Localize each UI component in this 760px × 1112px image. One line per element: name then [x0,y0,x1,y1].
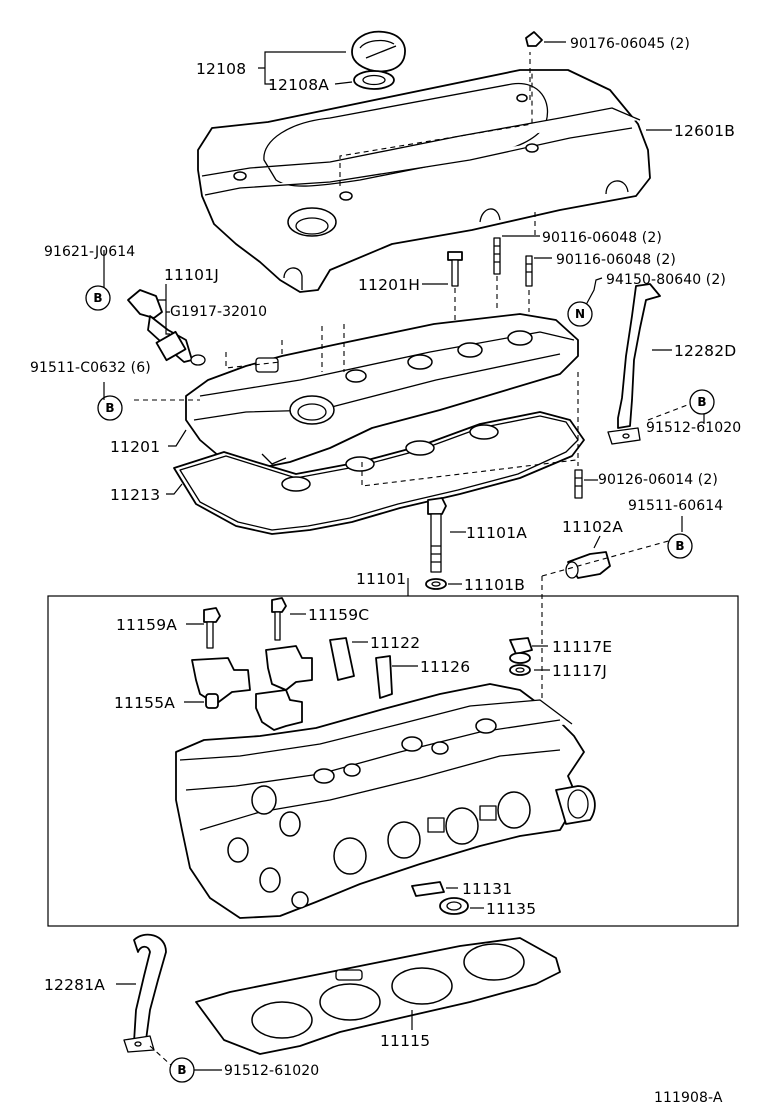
label-11135: 11135 [486,900,536,918]
marker-n: N [567,301,593,327]
bolts-11159 [203,597,287,649]
marker-b-2: B [97,395,123,421]
label-11155A: 11155A [114,694,175,712]
label-11117J: 11117J [552,662,607,680]
label-11115: 11115 [380,1032,430,1050]
label-11122: 11122 [370,634,420,652]
label-91512-b: 91512-61020 [224,1063,319,1079]
bolt-11201H [447,251,463,287]
footer-code: 111908-A [654,1090,723,1106]
label-11117E: 11117E [552,638,612,656]
head-gasket [195,937,561,1055]
svg-text:B: B [93,291,102,305]
label-90116-b: 90116-06048 (2) [556,252,676,268]
label-11101B: 11101B [464,576,525,594]
cam-sensor [565,551,611,579]
svg-text:B: B [177,1063,186,1077]
label-11213: 11213 [110,486,160,504]
engine-hook-rear [607,283,661,445]
plug-and-gasket [509,637,533,676]
label-12108: 12108 [196,60,246,78]
marker-b-4: B [667,533,693,559]
bolt-90176 [525,31,543,47]
label-11126: 11126 [420,658,470,676]
dowel-pin [205,693,219,709]
label-12601B: 12601B [674,122,735,140]
label-11159A: 11159A [116,616,177,634]
oil-control-valve [127,289,206,366]
stud-90126 [574,469,583,499]
label-12281A: 12281A [44,976,105,994]
bearing-caps [191,645,313,731]
engine-cover [197,69,651,293]
label-11102A: 11102A [562,518,623,536]
label-91512-a: 91512-61020 [646,420,741,436]
engine-hook-front [123,933,167,1053]
label-12282D: 12282D [674,342,736,360]
label-G1917: G1917-32010 [170,304,267,320]
valve-guides [329,637,393,699]
label-12108A: 12108A [268,76,329,94]
cylinder-head [175,683,596,919]
label-91511-c0632: 91511-C0632 (6) [30,360,151,376]
label-90116-a: 90116-06048 (2) [542,230,662,246]
label-90126: 90126-06014 (2) [598,472,718,488]
label-94150: 94150-80640 (2) [606,272,726,288]
label-91511-60614: 91511-60614 [628,498,723,514]
marker-b-5: B [169,1057,195,1083]
svg-text:B: B [697,395,706,409]
label-11201H: 11201H [358,276,420,294]
svg-text:N: N [575,307,585,321]
cylinder-head-cover [185,313,579,471]
svg-text:B: B [105,401,114,415]
stud-bolts-90116 [493,237,533,287]
label-11201: 11201 [110,438,160,456]
label-11159C: 11159C [308,606,369,624]
label-91621: 91621-J0614 [44,244,135,260]
label-11101A: 11101A [466,524,527,542]
marker-b-3: B [689,389,715,415]
svg-text:B: B [675,539,684,553]
cover-gasket [173,411,585,535]
oil-filler-cap [351,30,406,90]
label-11131: 11131 [462,880,512,898]
label-90176: 90176-06045 (2) [570,36,690,52]
label-11101J: 11101J [164,266,219,284]
plug-seals [411,881,469,915]
label-11101: 11101 [356,570,406,588]
head-bolt [425,497,447,590]
cylinder-head-frame [47,595,739,927]
marker-b-1: B [85,285,111,311]
